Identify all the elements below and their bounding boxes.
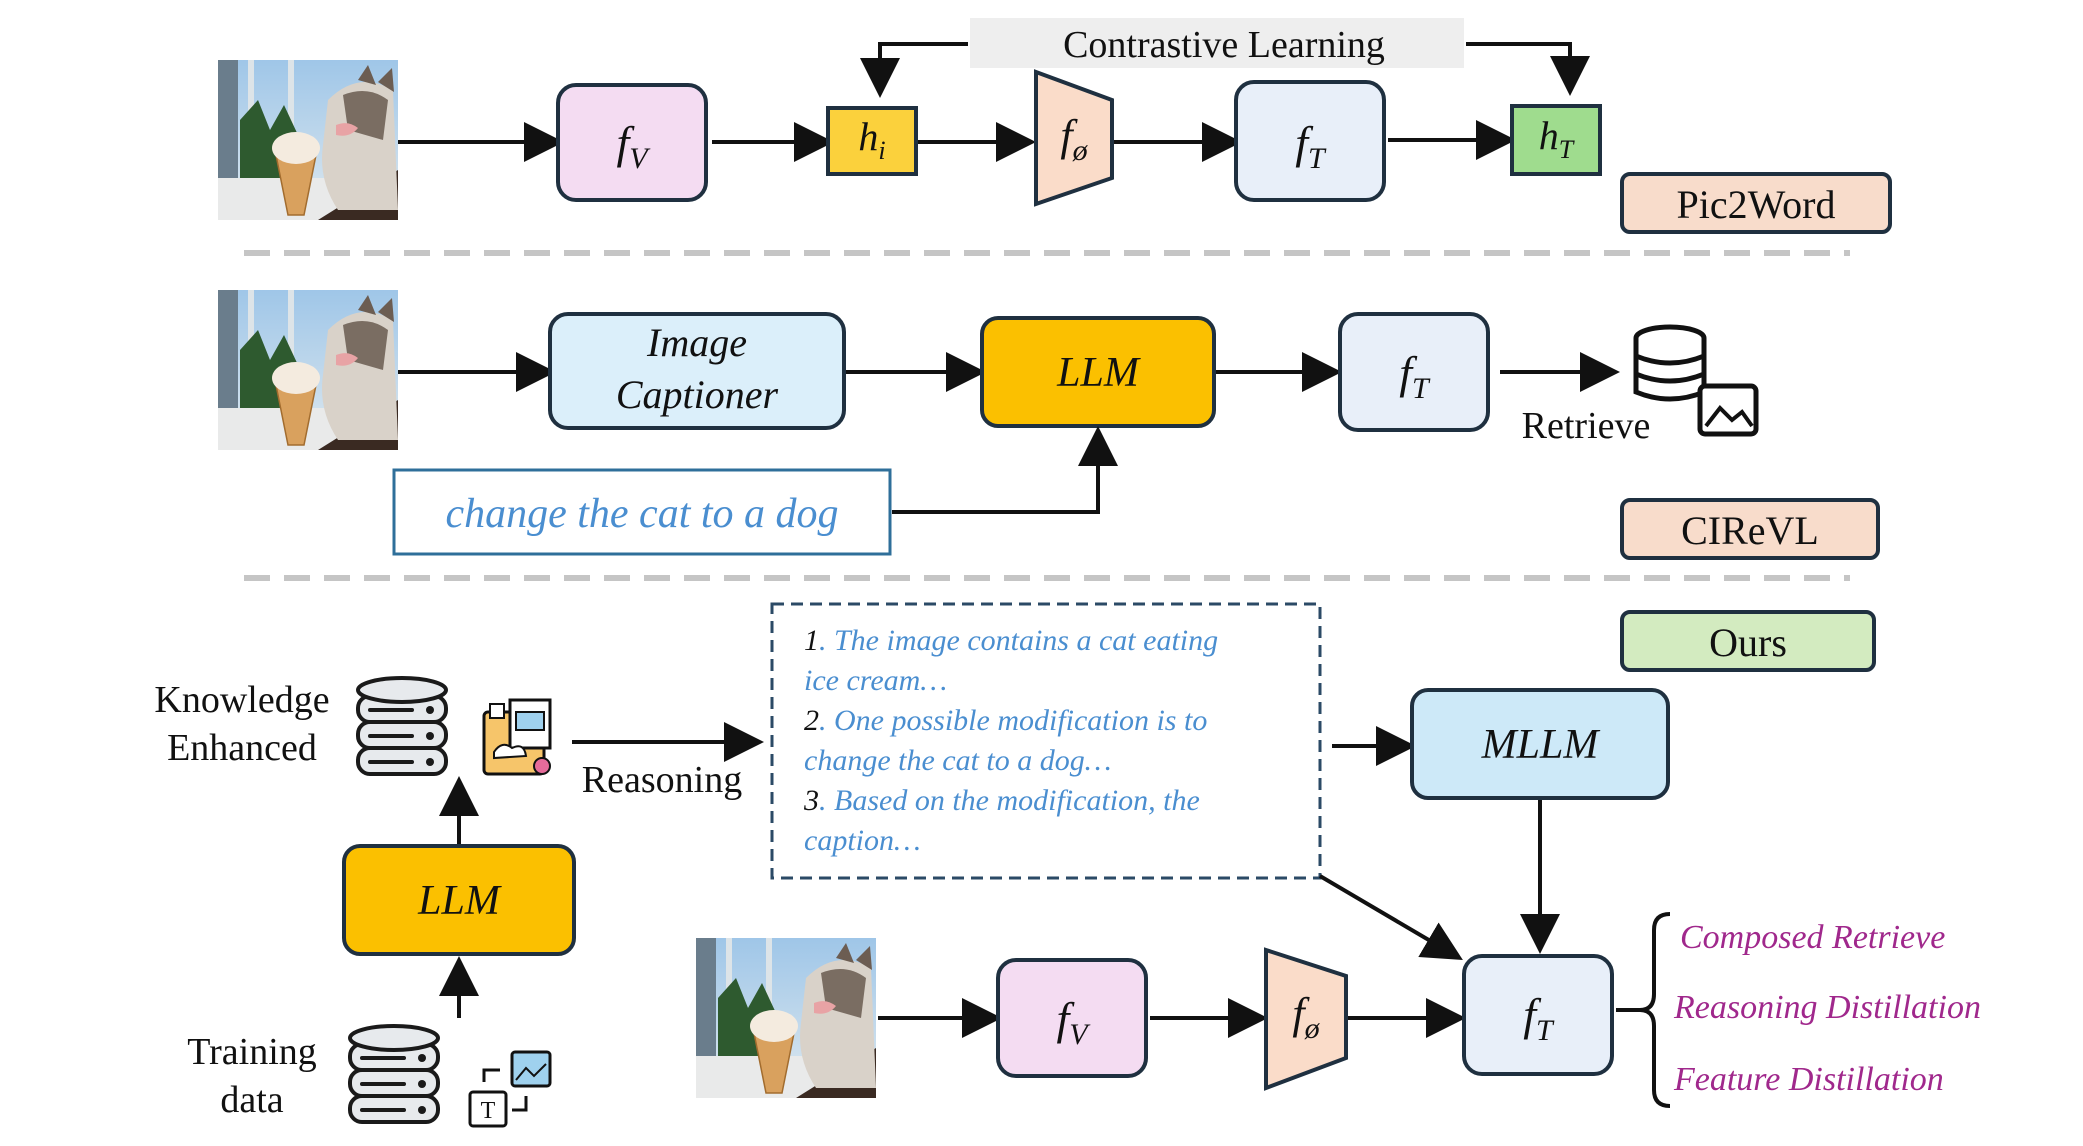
llm-label-ours: LLM — [417, 878, 502, 924]
fphi-mapper-shape-3 — [1264, 947, 1348, 1091]
llm-label-cirevl: LLM — [1056, 350, 1141, 396]
pic2word-tag-label: Pic2Word — [1677, 182, 1836, 227]
reasoning-steps-box — [770, 602, 1322, 880]
mllm-label: MLLM — [1481, 722, 1601, 768]
fphi-mapper-shape-1 — [1034, 69, 1114, 207]
t-glyph: T — [481, 1098, 496, 1124]
reasoning-steps-text: 1. The image contains a cat eating ice c… — [803, 624, 1218, 857]
contrastive-learning-label: Contrastive Learning — [1063, 24, 1385, 66]
instruction-box — [392, 468, 892, 556]
hi-token-box — [826, 106, 918, 176]
ft-encoder-box-1 — [1234, 80, 1386, 202]
cat-photo-2 — [218, 290, 398, 450]
mllm-box — [1410, 688, 1670, 800]
ft-encoder-box-3 — [1462, 954, 1614, 1076]
image-captioner-box — [548, 312, 846, 430]
training-data-line2: data — [220, 1079, 283, 1121]
step-1-line1: 1. The image contains a cat eating — [804, 624, 1218, 657]
output-composed-retrieve: Composed Retrieve — [1680, 919, 1945, 956]
captioner-label-line2: Captioner — [616, 372, 779, 417]
llm-box-ours — [342, 844, 576, 956]
training-data-line1: Training — [187, 1031, 317, 1073]
database-icon-retrieve — [1633, 324, 1707, 402]
step-3-line2: caption… — [804, 824, 921, 857]
step-2-line2: change the cat to a dog… — [804, 744, 1111, 777]
cat-photo-3 — [696, 938, 876, 1098]
cirevl-tag — [1620, 498, 1880, 560]
text-image-icon: T — [468, 1050, 552, 1128]
database-icon-training — [350, 1026, 438, 1122]
arrow-instruction-to-llm — [892, 426, 1118, 514]
database-icon-knowledge — [358, 678, 446, 774]
arrow-contrastive-to-ht — [1466, 42, 1590, 96]
step-1-line2: ice cream… — [804, 664, 947, 697]
folder-icon — [482, 698, 552, 776]
fv-encoder-box-3 — [996, 958, 1148, 1078]
instruction-text: change the cat to a dog — [445, 491, 838, 537]
fv-encoder-box-1 — [556, 83, 708, 202]
ft-encoder-box-2 — [1338, 312, 1490, 432]
ours-tag-label: Ours — [1709, 620, 1787, 665]
cirevl-tag-label: CIReVL — [1681, 508, 1819, 553]
retrieve-label: Retrieve — [1522, 405, 1651, 447]
pic2word-tag — [1620, 172, 1892, 234]
arrow-reasoning-to-ft — [1318, 874, 1463, 961]
ours-tag — [1620, 610, 1876, 672]
outputs-brace — [1639, 912, 1671, 1108]
ht-token-box — [1510, 104, 1602, 176]
step-3-line1: 3. Based on the modification, the — [803, 784, 1200, 817]
contrastive-learning-bar — [970, 18, 1464, 68]
captioner-label-line1: Image — [646, 320, 747, 365]
output-feature-distillation: Feature Distillation — [1673, 1061, 1944, 1098]
knowledge-enhanced-line2: Enhanced — [167, 727, 317, 769]
step-2-line1: 2. One possible modification is to — [804, 704, 1207, 737]
output-reasoning-distillation: Reasoning Distillation — [1673, 989, 1981, 1026]
arrow-contrastive-to-hi — [860, 42, 968, 98]
reasoning-label: Reasoning — [582, 759, 742, 801]
knowledge-enhanced-line1: Knowledge — [154, 679, 329, 721]
image-icon-retrieve — [1697, 383, 1759, 437]
cat-photo-1 — [218, 60, 398, 220]
